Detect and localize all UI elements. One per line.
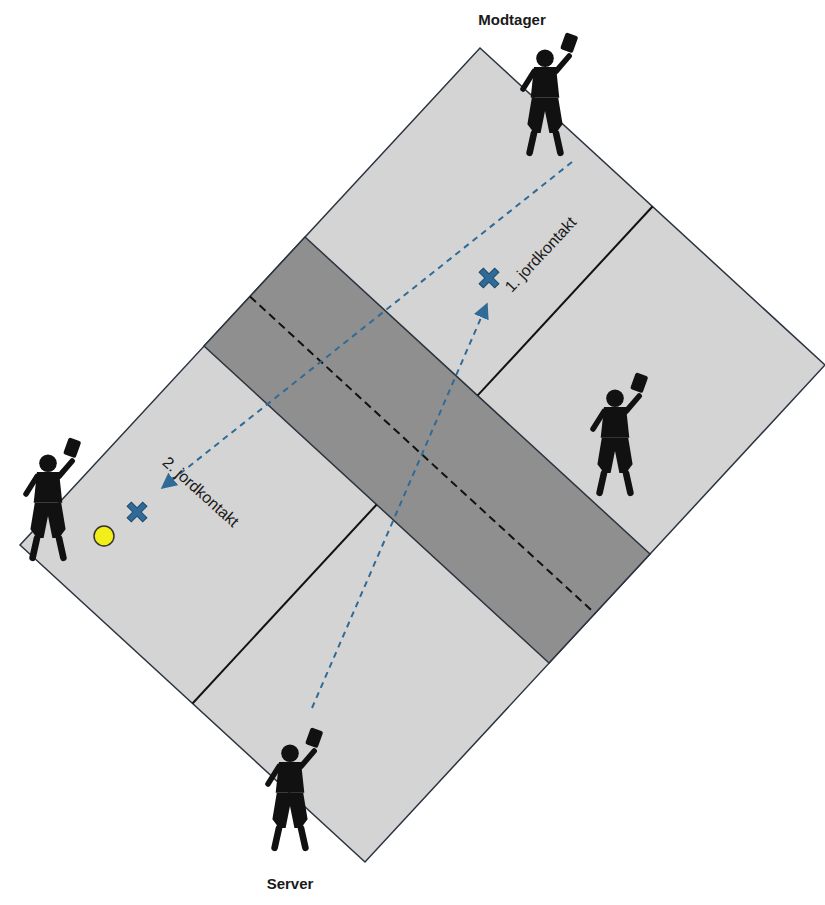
return-path bbox=[162, 162, 572, 488]
partner-player bbox=[593, 372, 648, 493]
ball bbox=[94, 526, 114, 546]
bounce-mark bbox=[121, 496, 152, 527]
bounce-mark bbox=[473, 262, 504, 293]
serve-path bbox=[312, 304, 487, 708]
kitchen-zone bbox=[204, 237, 650, 663]
player-label: Modtager bbox=[478, 12, 546, 29]
receiver-player bbox=[523, 32, 578, 153]
server-player bbox=[268, 727, 323, 848]
returner-partner-player bbox=[26, 437, 81, 558]
court bbox=[20, 48, 825, 862]
center-line bbox=[193, 505, 377, 704]
center-line bbox=[478, 207, 653, 396]
player-label: Server bbox=[267, 876, 314, 893]
